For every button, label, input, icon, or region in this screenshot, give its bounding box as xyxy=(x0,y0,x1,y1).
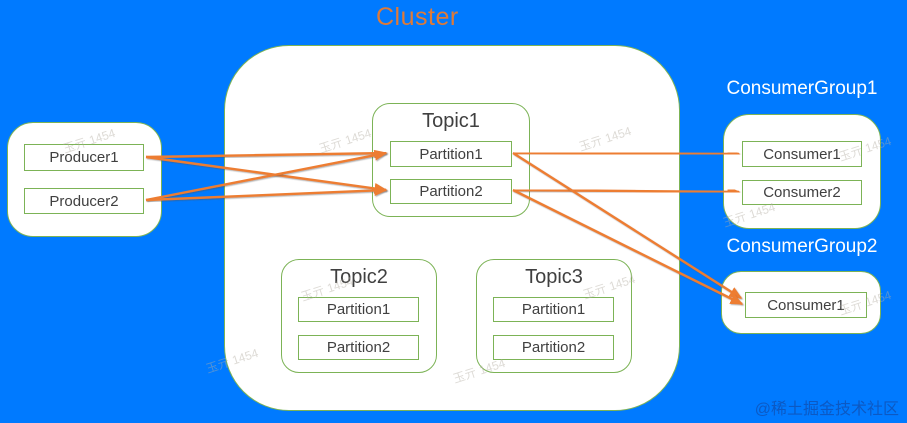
topic2-partition2-box: Partition2 xyxy=(298,335,419,360)
producers-group-box xyxy=(7,122,162,237)
consumergroup1-box xyxy=(723,114,881,229)
topic3-title: Topic3 xyxy=(525,266,583,288)
topic1-partition1-box: Partition1 xyxy=(390,141,512,167)
consumergroup2-consumer1-box: Consumer1 xyxy=(745,292,867,318)
consumergroup1-consumer2-box: Consumer2 xyxy=(742,180,862,205)
site-credit-watermark: @稀土掘金技术社区 xyxy=(754,401,899,418)
topic2-title: Topic2 xyxy=(330,266,388,288)
producer1-box: Producer1 xyxy=(24,144,144,171)
consumergroup1-label: ConsumerGroup1 xyxy=(726,78,878,99)
topic1-title: Topic1 xyxy=(422,110,480,132)
consumergroup2-label: ConsumerGroup2 xyxy=(726,236,878,257)
topic3-partition2-box: Partition2 xyxy=(493,335,614,360)
topic2-partition1-box: Partition1 xyxy=(298,297,419,322)
topic3-partition1-box: Partition1 xyxy=(493,297,614,322)
consumergroup1-consumer1-box: Consumer1 xyxy=(742,141,862,167)
topic1-partition2-box: Partition2 xyxy=(390,179,512,204)
producer2-box: Producer2 xyxy=(24,188,144,214)
cluster-title: Cluster xyxy=(376,3,459,31)
